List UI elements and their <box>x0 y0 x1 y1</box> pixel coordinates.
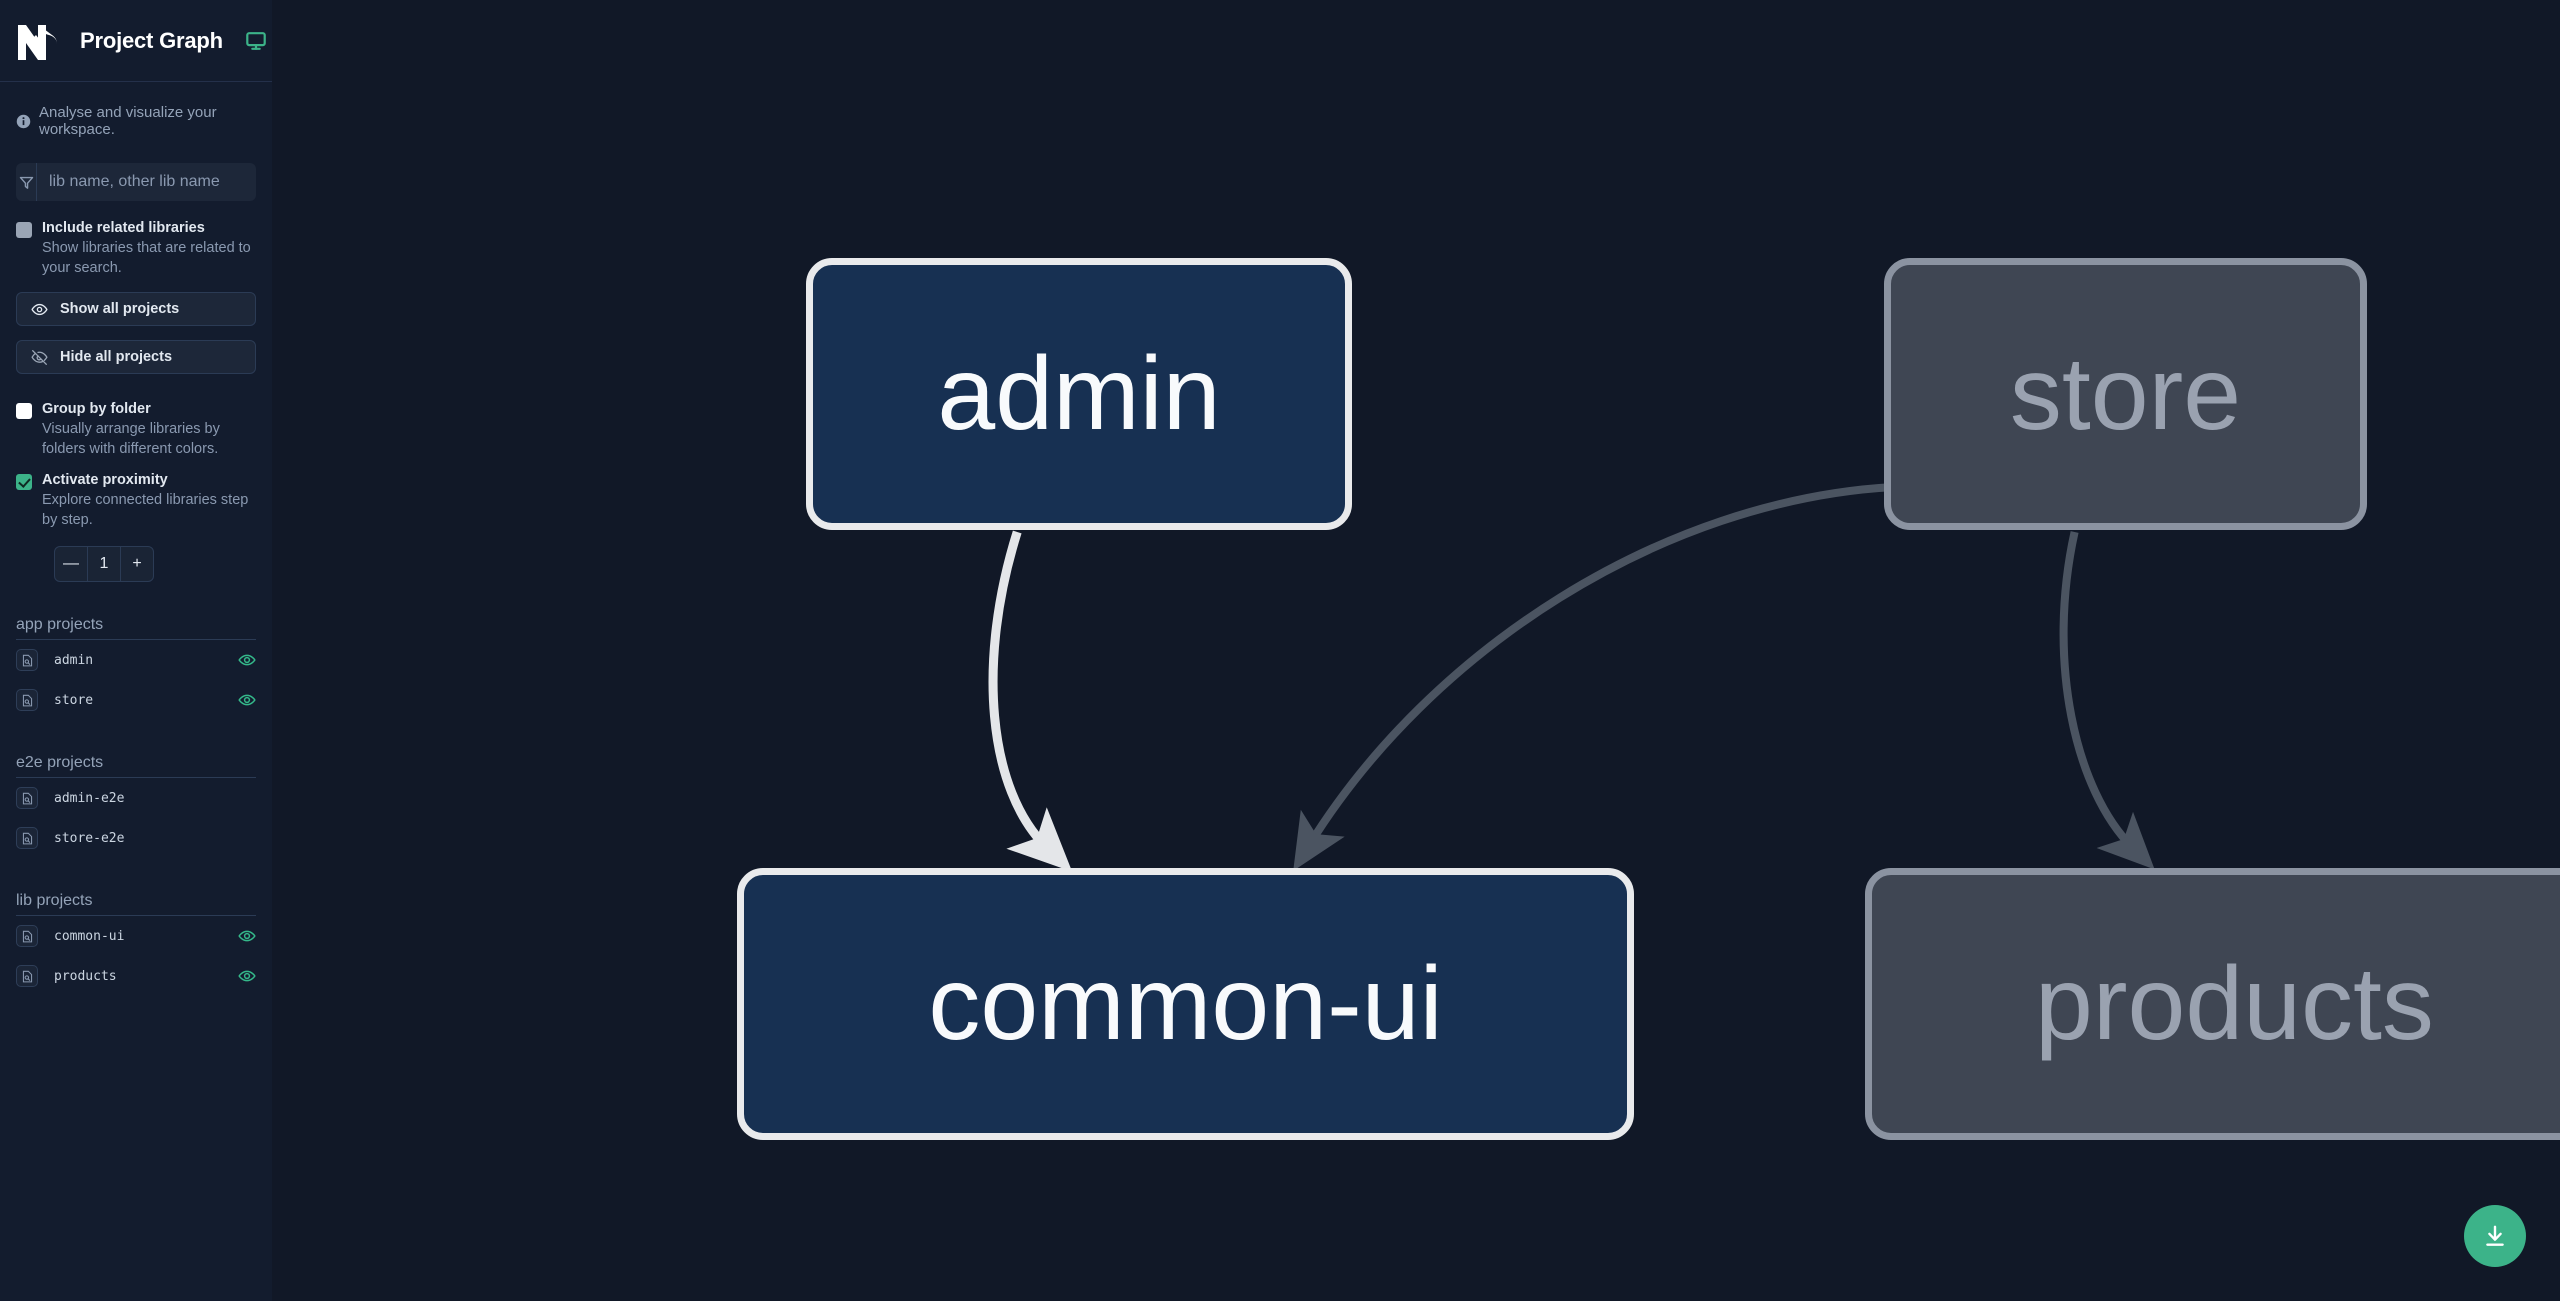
option-group-by-folder[interactable]: Group by folder Visually arrange librari… <box>0 374 272 459</box>
eye-off-icon <box>31 349 48 365</box>
tagline: Analyse and visualize your workspace. <box>0 82 272 138</box>
eye-icon <box>31 303 48 315</box>
option-description: Visually arrange libraries by folders wi… <box>42 421 220 457</box>
option-description: Show libraries that are related to your … <box>42 240 251 276</box>
project-icon <box>16 965 38 987</box>
page-title: Project Graph <box>80 27 223 53</box>
graph-node-admin[interactable]: admin <box>806 258 1352 530</box>
search-input[interactable] <box>37 163 256 201</box>
tagline-text: Analyse and visualize your workspace. <box>39 104 217 138</box>
hide-all-projects-button[interactable]: Hide all projects <box>16 340 256 374</box>
proximity-stepper[interactable]: — 1 + <box>54 546 154 582</box>
project-visibility-eye-icon[interactable] <box>238 651 256 669</box>
checkbox-activate-proximity[interactable] <box>16 474 32 490</box>
project-row-store[interactable]: store <box>16 680 256 720</box>
option-label: Activate proximity <box>42 472 168 488</box>
project-name: store <box>54 692 94 708</box>
project-icon <box>16 925 38 947</box>
project-row-common-ui[interactable]: common-ui <box>16 916 256 956</box>
project-group-e2e: e2e projects admin-e2e <box>0 754 272 858</box>
project-name: common-ui <box>54 928 125 944</box>
option-label: Include related libraries <box>42 220 205 236</box>
funnel-icon <box>16 163 37 201</box>
project-icon <box>16 649 38 671</box>
project-name: store-e2e <box>54 830 125 846</box>
group-title: e2e projects <box>16 754 104 771</box>
option-include-related-libraries[interactable]: Include related libraries Show libraries… <box>0 201 272 278</box>
graph-node-label: admin <box>937 336 1221 452</box>
proximity-value: 1 <box>87 547 121 581</box>
graph-canvas[interactable]: admin store common-ui products <box>272 0 2560 1301</box>
group-title: lib projects <box>16 892 93 909</box>
divider <box>16 915 256 916</box>
search-field[interactable] <box>16 163 256 201</box>
project-name: admin <box>54 652 94 668</box>
download-image-button[interactable] <box>2464 1205 2526 1267</box>
divider <box>16 639 256 640</box>
project-name: admin-e2e <box>54 790 125 806</box>
graph-node-label: store <box>2009 336 2242 452</box>
sidebar-header: Project Graph <box>0 0 272 82</box>
info-icon <box>16 114 31 129</box>
graph-node-label: common-ui <box>928 946 1443 1062</box>
edge-admin-to-common-ui <box>988 530 1073 872</box>
project-row-store-e2e[interactable]: store-e2e <box>16 818 256 858</box>
monitor-icon[interactable] <box>245 30 267 52</box>
option-activate-proximity[interactable]: Activate proximity Explore connected lib… <box>0 459 272 530</box>
graph-node-label: products <box>2035 946 2434 1062</box>
project-visibility-eye-icon[interactable] <box>238 927 256 945</box>
download-icon <box>2486 1225 2504 1246</box>
project-name: products <box>54 968 117 984</box>
nx-logo-icon <box>16 20 62 62</box>
graph-node-common-ui[interactable]: common-ui <box>737 868 1634 1140</box>
project-group-app: app projects admin <box>0 616 272 720</box>
divider <box>16 777 256 778</box>
project-row-admin-e2e[interactable]: admin-e2e <box>16 778 256 818</box>
graph-node-store[interactable]: store <box>1884 258 2367 530</box>
option-label: Group by folder <box>42 401 151 417</box>
show-all-projects-button[interactable]: Show all projects <box>16 292 256 326</box>
project-icon <box>16 689 38 711</box>
group-title: app projects <box>16 616 104 633</box>
project-row-admin[interactable]: admin <box>16 640 256 680</box>
proximity-increment-button[interactable]: + <box>132 555 142 572</box>
hide-all-projects-label: Hide all projects <box>60 349 173 365</box>
proximity-decrement-button[interactable]: — <box>63 555 79 572</box>
checkbox-include-related-libraries[interactable] <box>16 222 32 238</box>
checkbox-group-by-folder[interactable] <box>16 403 32 419</box>
edge-store-to-common-ui <box>1293 483 1894 871</box>
project-icon <box>16 787 38 809</box>
graph-edges <box>988 483 2155 872</box>
edge-store-to-products <box>2059 531 2155 870</box>
option-description: Explore connected libraries step by step… <box>42 492 249 528</box>
sidebar: Project Graph Analyse and visualize your… <box>0 0 272 1301</box>
project-visibility-eye-icon[interactable] <box>238 691 256 709</box>
show-all-projects-label: Show all projects <box>60 301 180 317</box>
project-visibility-eye-icon[interactable] <box>238 967 256 985</box>
graph-node-products[interactable]: products <box>1865 868 2560 1140</box>
project-icon <box>16 827 38 849</box>
project-row-products[interactable]: products <box>16 956 256 996</box>
project-group-lib: lib projects common-ui <box>0 892 272 996</box>
